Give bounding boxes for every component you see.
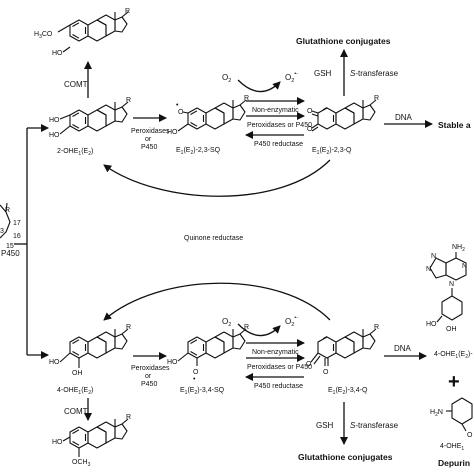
svg-text:HO: HO: [49, 359, 60, 366]
svg-text:DNA: DNA: [395, 113, 413, 122]
svg-text:R: R: [126, 97, 131, 104]
adenine-adduct-fragment: NH2 N N N N HO OH 4-OHE1(E2)-: [426, 244, 473, 360]
svg-text:O: O: [306, 361, 312, 368]
svg-text:P450: P450: [141, 381, 157, 388]
svg-text:P450: P450: [141, 144, 157, 151]
ring-16-label: 16: [13, 233, 21, 240]
svg-text:N: N: [426, 266, 431, 273]
parent-estrogen-fragment: R 17 16 15 3 P450: [0, 202, 21, 258]
label-2-ohe: 2-OHE1(E2): [57, 148, 93, 157]
svg-text:N: N: [431, 253, 436, 260]
svg-text:N: N: [449, 281, 454, 288]
svg-text:P450 reductase: P450 reductase: [254, 383, 303, 390]
label-3-4-sq: E1(E2)-3,4-SQ: [180, 387, 225, 396]
adduct-label-2: 4-OHE1: [440, 443, 464, 452]
ring-17-label: 17: [13, 220, 21, 227]
svg-text:O: O: [178, 109, 184, 116]
svg-text:R: R: [126, 324, 131, 331]
depurinating-label: Depurin: [438, 458, 470, 468]
comt-top-label: COMT: [64, 80, 88, 89]
svg-text:R: R: [244, 324, 249, 331]
svg-text:HO: HO: [426, 321, 437, 328]
stable-adducts-label: Stable a: [438, 120, 471, 130]
quinone-2-3: O O R E1(E2)-2,3-Q: [307, 95, 379, 156]
catechol-2-ohe: HO HO R 2-OHE1(E2): [49, 97, 131, 157]
guanine-adduct-fragment: H2N O 4-OHE1 Depurin: [430, 397, 473, 468]
svg-text:O: O: [323, 369, 329, 376]
svg-text:HO: HO: [167, 129, 178, 136]
svg-text:O: O: [307, 126, 313, 133]
svg-text:O2•-: O2•-: [285, 315, 298, 328]
semiquinone-2-3: • O HO R E1(E2)-2,3-SQ: [167, 95, 249, 156]
svg-text:NH2: NH2: [452, 244, 465, 253]
redox-cycle-bottom: O2 O2•-: [222, 315, 298, 337]
svg-text:OCH3: OCH3: [72, 459, 91, 468]
svg-text:O2: O2: [222, 73, 231, 84]
svg-text:Peroxidases or P450: Peroxidases or P450: [247, 364, 312, 371]
svg-text:GSH: GSH: [316, 421, 334, 430]
glutathione-bottom: Glutathione conjugates: [298, 452, 393, 462]
ring-15-label: 15: [6, 243, 14, 250]
svg-text:N: N: [462, 263, 467, 270]
svg-text:HO: HO: [167, 359, 178, 366]
svg-text:R: R: [126, 414, 131, 421]
svg-text:Non-enzymatic: Non-enzymatic: [252, 107, 299, 114]
svg-text:O2•-: O2•-: [285, 71, 298, 84]
quinone-reductase-arrow-top: [103, 159, 331, 197]
svg-text:HO: HO: [49, 132, 60, 139]
label-4-ohe: 4-OHE1(E2): [57, 387, 93, 396]
svg-text:OH: OH: [72, 370, 83, 377]
svg-text:R: R: [244, 95, 249, 102]
svg-text:O: O: [467, 432, 473, 439]
catechol-4-ohe: HO OH R 4-OHE1(E2): [49, 324, 131, 396]
plus-sign: +: [448, 371, 460, 393]
svg-text:R: R: [125, 8, 130, 15]
svg-text:or: or: [145, 373, 152, 380]
svg-text:HO: HO: [49, 117, 60, 124]
svg-text:Peroxidases or P450: Peroxidases or P450: [247, 122, 312, 129]
svg-text:HO: HO: [52, 439, 63, 446]
glutathione-top: Glutathione conjugates: [296, 36, 391, 46]
semiquinone-3-4: HO O • R E1(E2)-3,4-SQ: [167, 324, 249, 396]
svg-text:OH: OH: [446, 326, 457, 333]
adduct-label: 4-OHE1(E2)-: [434, 351, 473, 360]
quinone-reductase-arrow-bottom: [103, 282, 331, 321]
svg-text:R: R: [374, 324, 379, 331]
ring-r-label: R: [5, 207, 10, 214]
methoxy-estrogen-top: H3CO HO R: [34, 8, 130, 57]
branch-arrows: [14, 124, 49, 359]
label-2-3-sq: E1(E2)-2,3-SQ: [176, 147, 221, 156]
label-3-4-q: E1(E2)-3,4-Q: [328, 387, 368, 396]
svg-text:S-transferase: S-transferase: [350, 421, 399, 430]
svg-text:R: R: [374, 95, 379, 102]
methoxy-estrogen-bottom: HO OCH3 R: [52, 414, 131, 468]
comt-bottom-label: COMT: [64, 407, 88, 416]
svg-text:HO: HO: [52, 50, 63, 57]
svg-text:O: O: [193, 369, 199, 376]
svg-text:Peroxidases: Peroxidases: [131, 365, 170, 372]
svg-text:DNA: DNA: [394, 344, 412, 353]
svg-text:•: •: [176, 102, 179, 109]
svg-text:O: O: [307, 108, 313, 115]
redox-cycle-top: O2 O2•-: [222, 71, 298, 93]
svg-text:P450 reductase: P450 reductase: [254, 141, 303, 148]
label-2-3-q: E1(E2)-2,3-Q: [312, 147, 352, 156]
svg-text:Peroxidases: Peroxidases: [131, 128, 170, 135]
svg-text:GSH: GSH: [314, 69, 332, 78]
svg-text:S-transferase: S-transferase: [350, 69, 399, 78]
svg-text:H2N: H2N: [430, 409, 443, 418]
p450-label: P450: [1, 249, 20, 258]
svg-text:H3CO: H3CO: [34, 31, 53, 40]
svg-text:Quinone reductase: Quinone reductase: [184, 235, 243, 242]
svg-text:or: or: [145, 136, 152, 143]
svg-text:•: •: [193, 376, 196, 383]
quinone-3-4: O O R E1(E2)-3,4-Q: [306, 324, 379, 396]
svg-text:Non-enzymatic: Non-enzymatic: [252, 349, 299, 356]
ring-3-label: 3: [0, 228, 4, 235]
svg-text:O2: O2: [222, 317, 231, 328]
